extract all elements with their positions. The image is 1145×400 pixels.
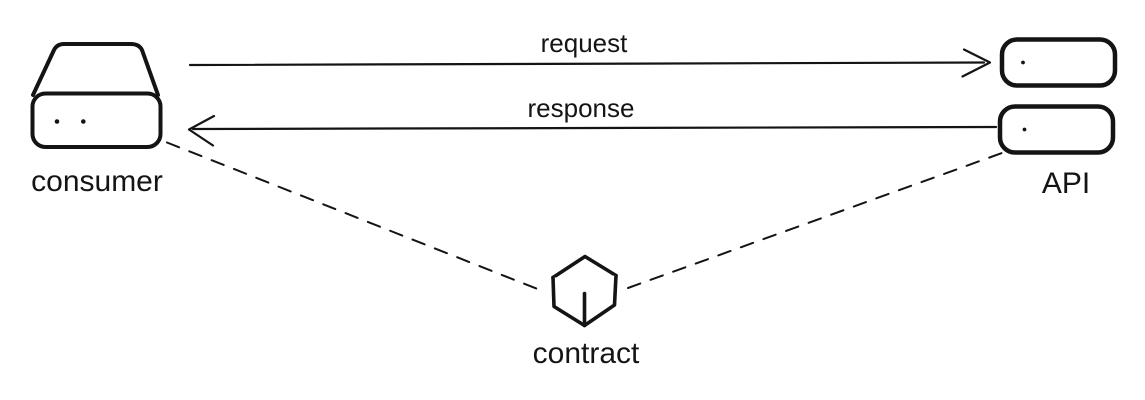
contract-node-label: contract [532, 337, 640, 370]
contract-cube-icon [551, 254, 618, 328]
api-icon-dot [1022, 127, 1027, 132]
consumer-node-label: consumer [31, 165, 163, 198]
consumer-contract-dashed-line [166, 141, 541, 291]
request-arrow-line [188, 61, 986, 67]
response-arrow [187, 114, 998, 147]
request-edge-label: request [540, 28, 628, 58]
response-arrowhead [187, 114, 216, 147]
consumer-icon-dot [54, 119, 60, 124]
response-arrow-line [191, 125, 998, 131]
response-edge-label: response [527, 93, 635, 123]
request-arrow [188, 48, 992, 78]
api-node-label: API [1041, 167, 1091, 200]
consumer-icon-body [30, 91, 163, 149]
api-contract-dashed-line [627, 152, 1003, 289]
consumer-icon-lid [31, 42, 160, 97]
consumer-icon-dot [81, 119, 86, 124]
api-icon [997, 37, 1118, 155]
api-icon-dot [1021, 60, 1025, 65]
request-arrowhead [961, 48, 992, 78]
api-icon-capsule-bottom [997, 104, 1116, 155]
api-icon-capsule-top [999, 37, 1118, 88]
consumer-icon [30, 42, 163, 149]
